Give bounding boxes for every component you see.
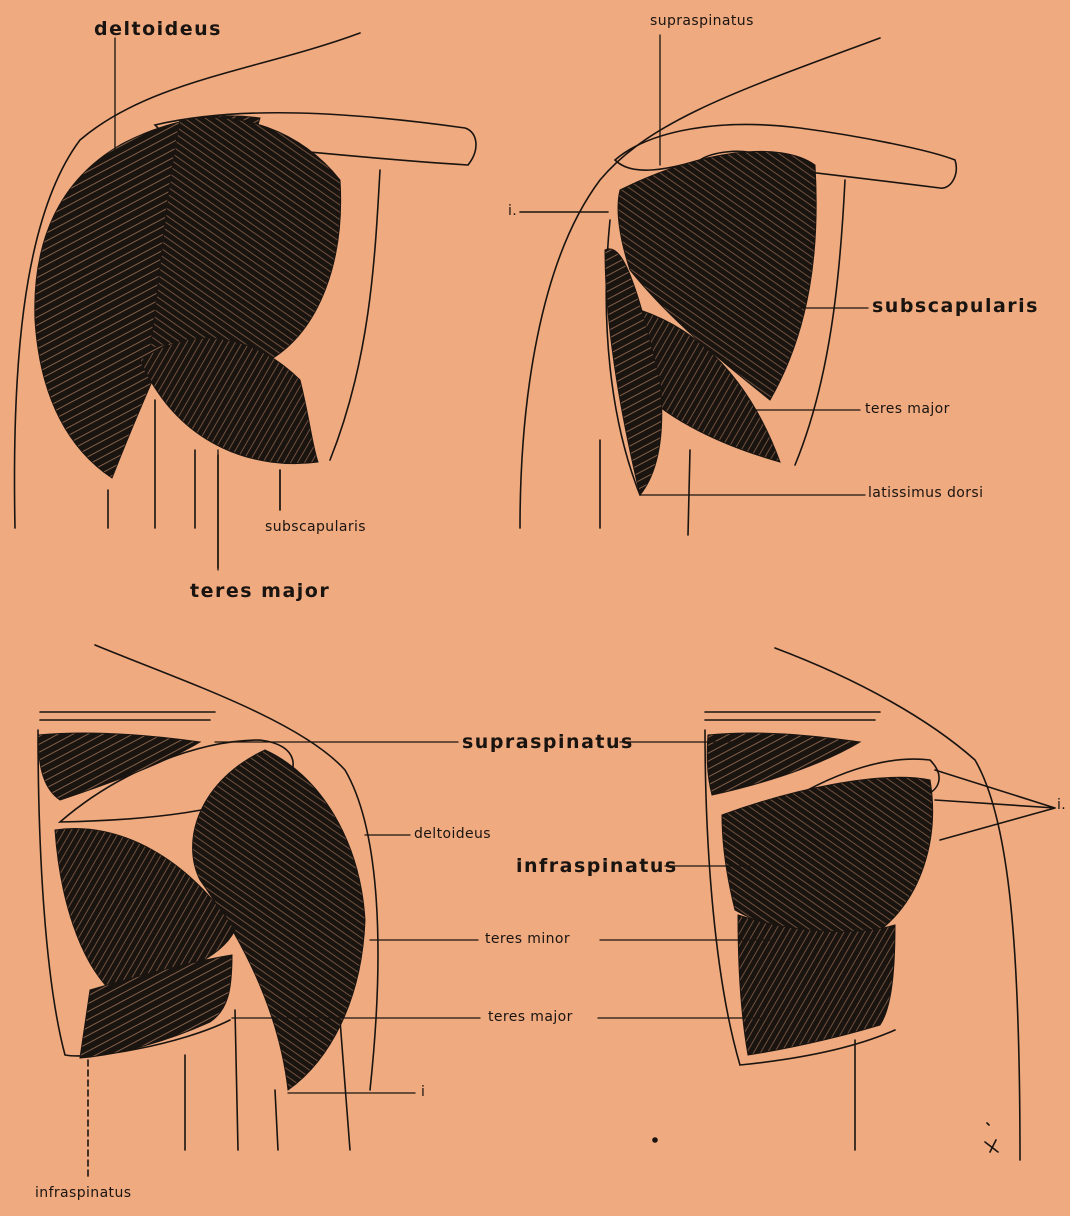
label-insertion-fig3: i — [421, 1085, 425, 1099]
label-teres-major-fig1: teres major — [190, 582, 330, 601]
label-supraspinatus-fig3: supraspinatus — [462, 733, 634, 752]
figure-anterior-superficial — [14, 33, 476, 568]
label-infraspinatus-fig4: infraspinatus — [516, 857, 678, 876]
figure-posterior-deep — [705, 648, 1055, 1160]
label-supraspinatus-fig2: supraspinatus — [650, 14, 754, 28]
label-teres-minor-fig3: teres minor — [485, 932, 570, 946]
label-teres-major-fig3: teres major — [488, 1010, 573, 1024]
supraspinatus-strip-posterior — [38, 733, 200, 800]
label-latissimus-dorsi-fig2: latissimus dorsi — [868, 486, 983, 500]
label-infraspinatus-fig3: infraspinatus — [35, 1186, 131, 1200]
label-deltoideus-fig1: deltoideus — [94, 20, 222, 39]
infraspinatus-deep — [722, 777, 933, 936]
label-subscapularis-fig1: subscapularis — [265, 520, 366, 534]
label-teres-major-fig2: teres major — [865, 402, 950, 416]
teres-major-muscle-front — [140, 338, 318, 463]
label-insertion-fig4: i. — [1057, 798, 1066, 812]
figure-posterior-superficial — [38, 645, 378, 1178]
label-deltoideus-fig3: deltoideus — [414, 827, 491, 841]
figure-anterior-deep — [520, 38, 956, 535]
label-insertion-fig2: i. — [508, 204, 517, 218]
label-subscapularis-fig2: subscapularis — [872, 297, 1039, 316]
teres-minor-deep — [738, 915, 895, 1055]
pectoral-fan — [150, 118, 341, 361]
